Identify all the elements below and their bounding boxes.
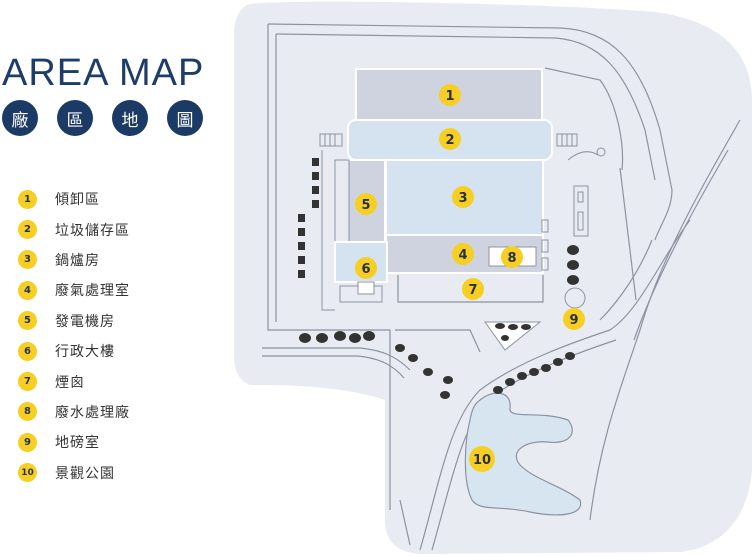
chimney-area-outline <box>397 275 544 303</box>
legend-item-1[interactable]: 1 傾卸區 <box>18 184 130 214</box>
legend-label: 發電機房 <box>55 313 115 330</box>
legend-label: 地磅室 <box>55 435 100 452</box>
side-structure <box>321 150 335 311</box>
legend-number-badge: 1 <box>18 189 37 209</box>
legend-item-3[interactable]: 3 鍋爐房 <box>18 245 130 275</box>
legend-label: 煙囪 <box>55 374 85 391</box>
title-char-3: 地 <box>112 100 148 136</box>
legend-item-9[interactable]: 9 地磅室 <box>18 427 130 457</box>
legend-item-5[interactable]: 5 發電機房 <box>18 306 130 336</box>
legend-label: 傾卸區 <box>55 192 100 209</box>
svg-text:10: 10 <box>473 453 491 468</box>
legend-item-4[interactable]: 4 廢氣處理室 <box>18 275 130 305</box>
legend-number-badge: 10 <box>18 463 37 483</box>
weigh-station-structures <box>564 147 606 309</box>
svg-text:8: 8 <box>507 251 516 266</box>
legend-label: 廢水處理廠 <box>55 404 130 421</box>
marker-10[interactable]: 10 <box>469 446 495 472</box>
title-char-1: 廠 <box>2 100 38 136</box>
legend-number-badge: 9 <box>18 432 37 452</box>
svg-text:1: 1 <box>445 89 454 104</box>
legend-label: 垃圾儲存區 <box>55 222 130 239</box>
legend-label: 廢氣處理室 <box>55 283 130 300</box>
legend-label: 行政大樓 <box>55 344 115 361</box>
legend-number-badge: 6 <box>18 341 37 361</box>
building-annex <box>334 159 350 243</box>
marker-2[interactable]: 2 <box>439 128 461 150</box>
admin-entrance-inner <box>357 281 375 295</box>
legend-number-badge: 8 <box>18 402 37 422</box>
legend-number-badge: 2 <box>18 220 37 240</box>
svg-text:3: 3 <box>458 191 467 206</box>
marker-5[interactable]: 5 <box>355 193 377 215</box>
legend-number-badge: 7 <box>18 372 37 392</box>
wall-segments <box>298 158 319 278</box>
island-trees <box>495 323 531 341</box>
legend: 1 傾卸區 2 垃圾儲存區 3 鍋爐房 4 廢氣處理室 5 發電機房 6 行政大… <box>18 184 130 488</box>
marker-1[interactable]: 1 <box>439 84 461 106</box>
page-title: AREA MAP <box>2 52 205 94</box>
marker-6[interactable]: 6 <box>355 257 377 279</box>
legend-item-10[interactable]: 10 景觀公園 <box>18 458 130 488</box>
legend-number-badge: 5 <box>18 311 37 331</box>
marker-9[interactable]: 9 <box>563 308 585 330</box>
grilles <box>319 133 578 271</box>
svg-text:4: 4 <box>458 248 467 263</box>
legend-item-2[interactable]: 2 垃圾儲存區 <box>18 214 130 244</box>
marker-4[interactable]: 4 <box>452 243 474 265</box>
boundary-lines <box>262 23 741 546</box>
svg-text:9: 9 <box>569 313 578 328</box>
legend-item-8[interactable]: 8 廢水處理廠 <box>18 397 130 427</box>
legend-number-badge: 3 <box>18 250 37 270</box>
title-char-2: 區 <box>57 100 93 136</box>
legend-item-6[interactable]: 6 行政大樓 <box>18 336 130 366</box>
svg-text:7: 7 <box>468 283 477 298</box>
marker-7[interactable]: 7 <box>462 278 484 300</box>
marker-3[interactable]: 3 <box>452 186 474 208</box>
legend-label: 鍋爐房 <box>55 252 100 269</box>
svg-text:5: 5 <box>361 198 370 213</box>
legend-number-badge: 4 <box>18 280 37 300</box>
title-char-4: 圖 <box>167 100 203 136</box>
legend-label: 景觀公園 <box>55 465 115 482</box>
svg-text:6: 6 <box>361 262 370 277</box>
svg-text:2: 2 <box>445 133 454 148</box>
legend-item-7[interactable]: 7 煙囪 <box>18 366 130 396</box>
trees <box>299 245 579 399</box>
title-chinese-chars: 廠 區 地 圖 <box>2 100 203 136</box>
pond <box>464 392 582 516</box>
marker-8[interactable]: 8 <box>501 246 523 268</box>
